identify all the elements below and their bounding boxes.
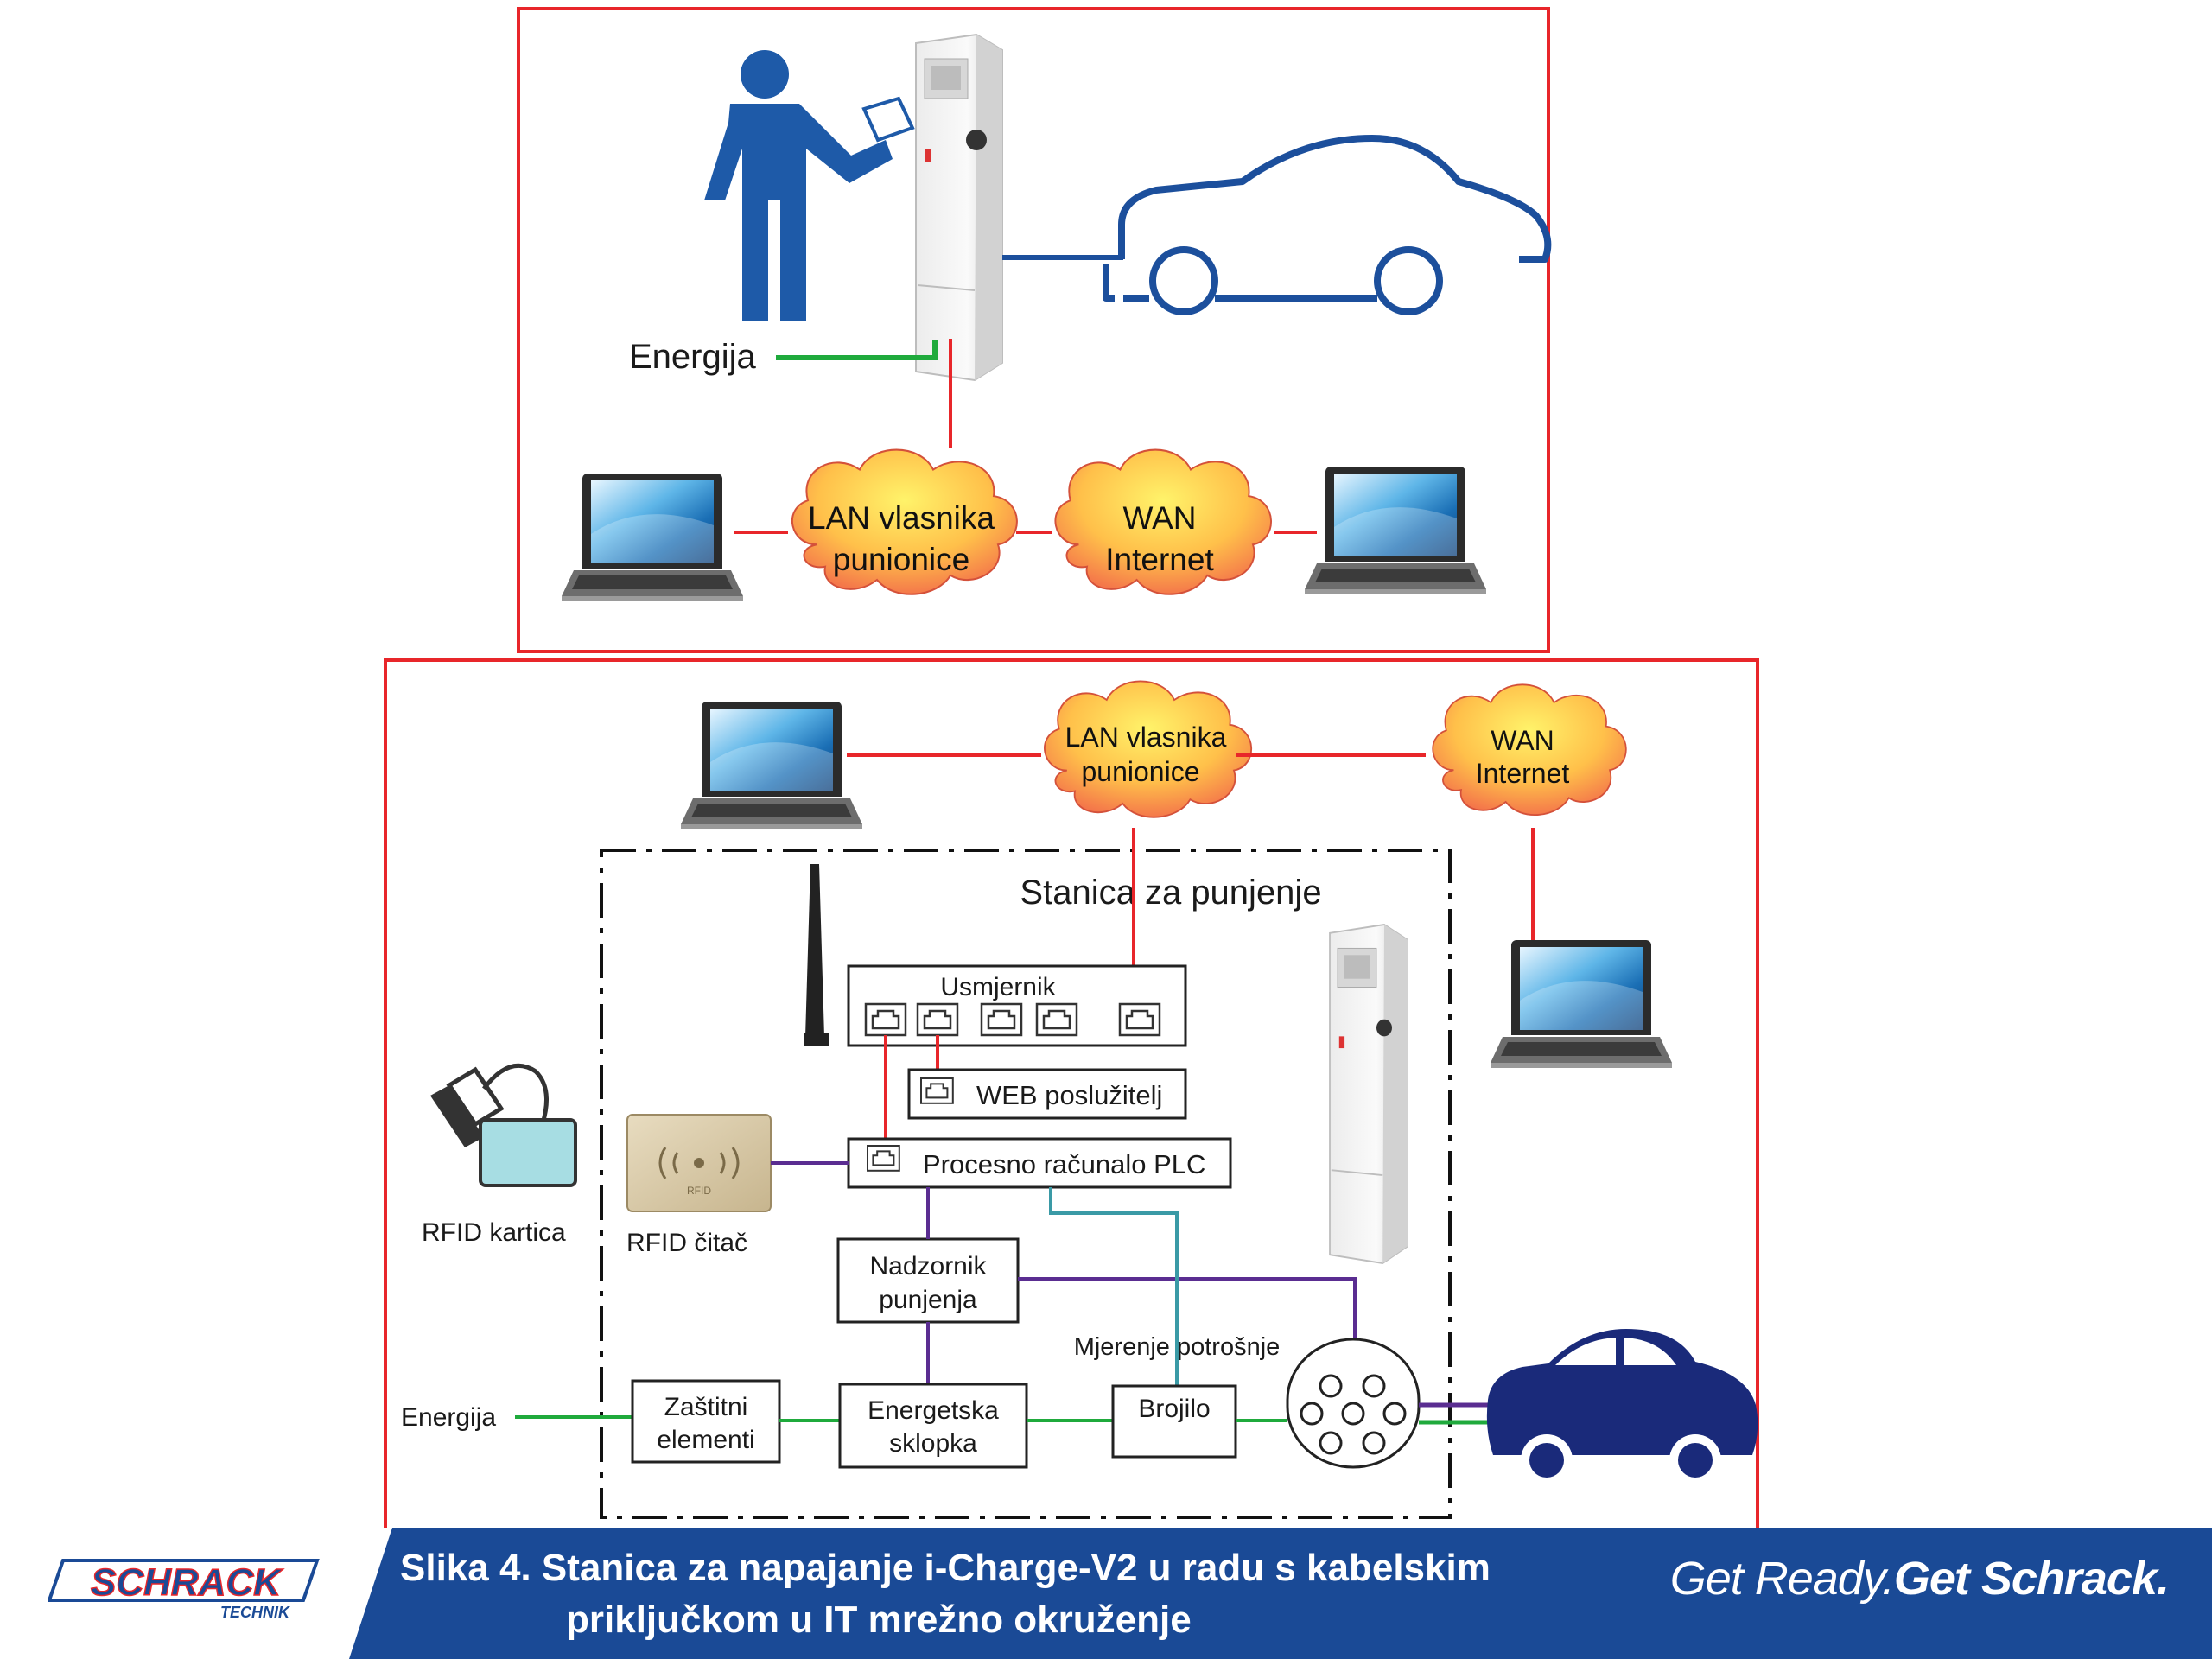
protection-line2: elementi: [657, 1426, 754, 1454]
meter-box: [1111, 1384, 1237, 1459]
laptop-bottom-left-icon: [681, 702, 862, 830]
cloud-wan-bottom-line2: Internet: [1476, 758, 1570, 789]
web-server-box: [907, 1068, 1187, 1120]
plc-box: [847, 1137, 1232, 1189]
meter-label: Brojilo: [1138, 1395, 1210, 1423]
station-title: Stanica za punjenje: [1020, 874, 1321, 912]
top-energy-line: [776, 340, 938, 360]
cloud-wan-top-line2: Internet: [1105, 542, 1214, 577]
top-energy-label: Energija: [629, 338, 757, 376]
charging-station-bottom-icon: [1329, 924, 1408, 1264]
charging-socket-icon: [1286, 1338, 1421, 1469]
car-filled-icon: [1486, 1329, 1758, 1486]
supervisor-connector-link: [1018, 1277, 1357, 1353]
supervisor-line2: punjenja: [879, 1286, 977, 1314]
power-switch-line2: sklopka: [889, 1429, 977, 1458]
cloud-lan-top-line1: LAN vlasnika: [808, 500, 995, 536]
power-switch-box: [838, 1382, 1028, 1469]
cloud-lan-top-line2: punionice: [833, 542, 969, 577]
rfid-reader-label: RFID čitač: [626, 1229, 747, 1257]
plc-label: Procesno računalo PLC: [923, 1149, 1205, 1179]
brand-sub: TECHNIK: [220, 1604, 291, 1621]
rfid-reader-device-text: RFID: [687, 1185, 711, 1197]
supervisor-box: [836, 1237, 1020, 1324]
router-label: Usmjernik: [940, 973, 1056, 1001]
web-server-label: WEB poslužitelj: [976, 1080, 1162, 1110]
router-port-4: [1035, 1002, 1078, 1037]
cloud-lan-bottom-line2: punionice: [1082, 756, 1200, 787]
web-server-port: [919, 1077, 954, 1104]
schrack-logo: SCHRACK TECHNIK: [48, 1559, 320, 1621]
plc-meter-measure-link: [1049, 1187, 1179, 1386]
bottom-panel: LAN vlasnika punionice WAN Internet Stan…: [384, 658, 1759, 1535]
bottom-energy-label: Energija: [401, 1403, 496, 1432]
caption-line2: priključkom u IT mrežno okruženje: [566, 1599, 1192, 1641]
top-panel: Energija LAN vlasnika punionice WAN Inte…: [517, 7, 1552, 653]
router-port-3: [980, 1002, 1023, 1037]
protection-box: [631, 1379, 781, 1464]
brand-name: SCHRACK: [91, 1561, 283, 1604]
router-port-2: [916, 1002, 959, 1037]
router-port-uplink: [1118, 1002, 1161, 1037]
rfid-card-icon: [430, 1063, 577, 1187]
plc-port: [866, 1144, 900, 1172]
rfid-card-label: RFID kartica: [422, 1218, 566, 1247]
station-boundary: [600, 849, 1452, 1519]
cloud-wan-top-line1: WAN: [1123, 500, 1197, 536]
consumption-label: Mjerenje potrošnje: [1074, 1333, 1281, 1361]
slogan: Get Ready.Get Schrack.: [1669, 1552, 2170, 1605]
footer-band: [0, 1528, 2212, 1659]
car-outline-icon: [1103, 135, 1552, 315]
slogan-part1: Get Ready.: [1669, 1553, 1895, 1605]
top-panel-frame: [517, 7, 1550, 653]
cloud-wan-bottom-line1: WAN: [1491, 725, 1554, 756]
rfid-reader-icon: RFID: [626, 1114, 772, 1212]
power-switch-line1: Energetska: [868, 1396, 999, 1425]
charging-station-icon: [915, 34, 1003, 381]
laptop-left-icon: [562, 474, 743, 601]
caption-line1: Slika 4. Stanica za napajanje i-Charge-V…: [400, 1547, 1491, 1589]
antenna-icon: [804, 864, 830, 1046]
laptop-right-icon: [1305, 467, 1486, 594]
footer: SCHRACK TECHNIK Slika 4. Stanica za napa…: [0, 1528, 2212, 1659]
slogan-part2: Get Schrack.: [1893, 1553, 2170, 1605]
router-port-1: [864, 1002, 907, 1037]
person-icon: [704, 50, 915, 321]
cloud-lan-bottom-line1: LAN vlasnika: [1065, 721, 1227, 753]
protection-line1: Zaštitni: [664, 1393, 748, 1421]
laptop-bottom-right-icon: [1491, 940, 1672, 1068]
supervisor-line1: Nadzornik: [869, 1252, 987, 1281]
